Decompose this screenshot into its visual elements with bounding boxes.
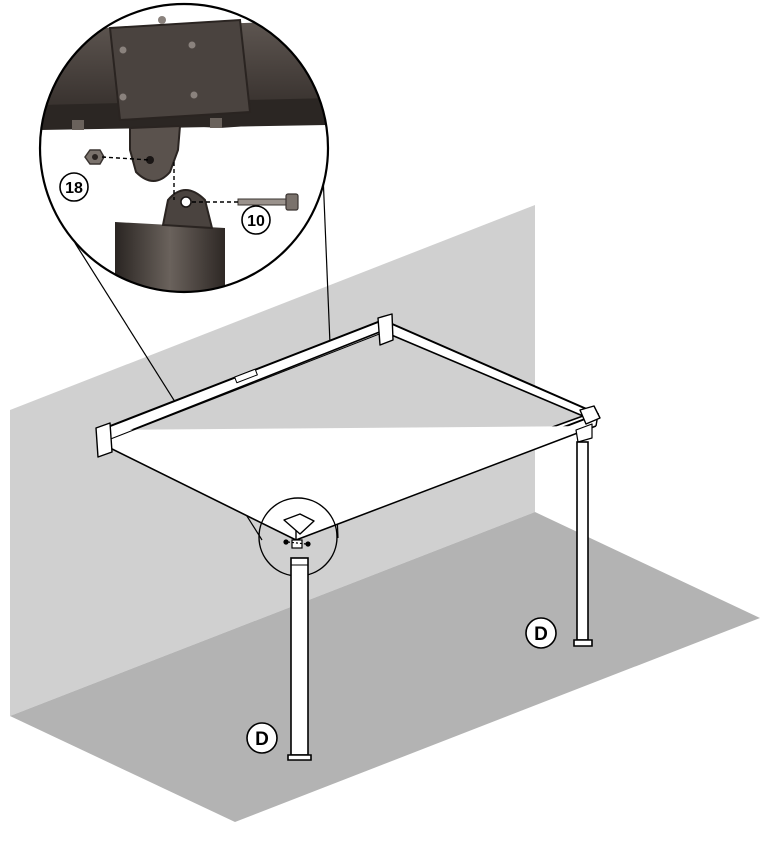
part-callout-18: 18 xyxy=(59,172,89,202)
part-callout-10: 10 xyxy=(241,205,271,235)
wall-bracket-left xyxy=(95,422,113,458)
floor-plane xyxy=(10,512,760,822)
post-label-left: D xyxy=(246,722,278,754)
post-label-right: D xyxy=(525,617,557,649)
post-label-right-text: D xyxy=(534,624,548,645)
frame-rear-beam-detail xyxy=(107,332,383,441)
corner-cap-front xyxy=(283,513,315,535)
detail-magnifier xyxy=(38,2,330,294)
detail-post xyxy=(115,222,225,292)
post-rear-right xyxy=(573,441,593,647)
detail-magnifier-border xyxy=(38,2,330,294)
post-front-left xyxy=(287,557,312,761)
wall-bracket-right xyxy=(377,313,394,346)
right-post-bracket xyxy=(575,423,593,443)
detail-corner-block xyxy=(108,18,252,122)
corner-cap-right xyxy=(579,405,601,425)
pergola-frame xyxy=(95,313,601,541)
part-callout-18-text: 18 xyxy=(65,180,83,197)
front-connector xyxy=(283,539,311,549)
hex-nut-icon xyxy=(84,149,105,165)
detail-bracket-tab xyxy=(129,124,182,182)
detail-post-tab xyxy=(161,189,214,230)
part-callout-10-text: 10 xyxy=(247,213,265,230)
post-label-left-text: D xyxy=(255,729,269,750)
